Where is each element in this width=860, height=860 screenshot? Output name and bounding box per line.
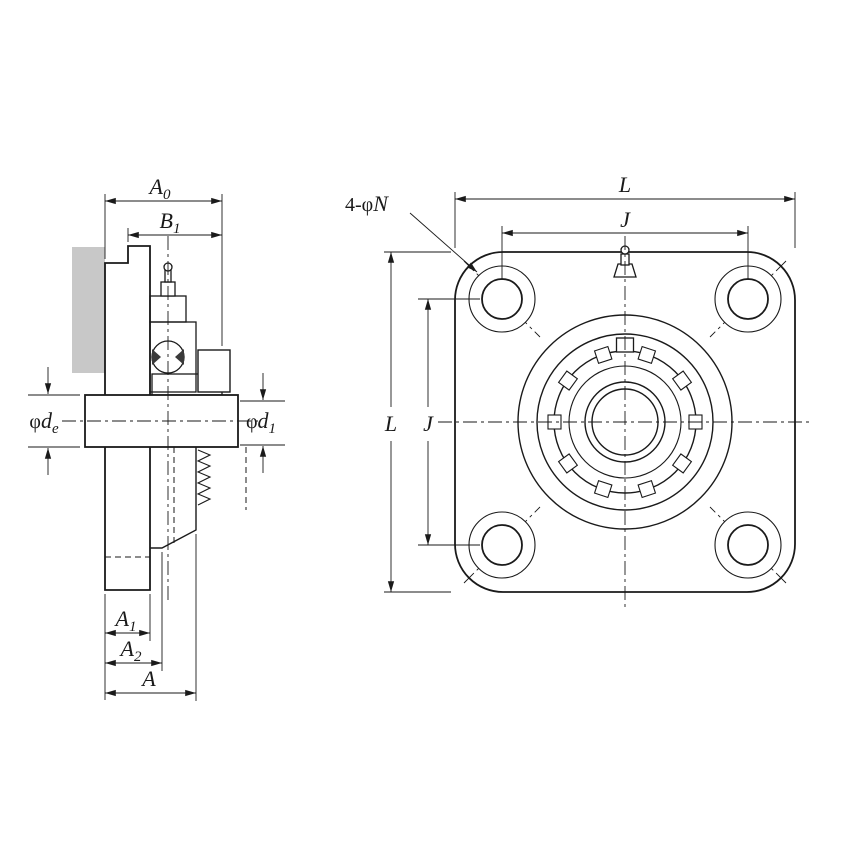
dim-a1: A1 (104, 594, 151, 700)
dim-j-top: J (501, 207, 749, 280)
seal-left (152, 349, 161, 365)
collar-bg (198, 350, 230, 392)
callout-bolt-holes-label: 4-φN (345, 191, 389, 216)
dim-j-top-label: J (620, 207, 631, 232)
dim-a2: A2 (105, 552, 163, 671)
setscrew-collar-section (197, 349, 231, 393)
back-shadow (72, 247, 105, 373)
dim-l-left-label: L (384, 411, 397, 436)
dim-de: φde (28, 367, 80, 475)
bolt-hole-top-left (463, 260, 541, 338)
dim-a1-label: A1 (114, 606, 137, 635)
dim-a0-label: A0 (148, 174, 171, 203)
front-view: L J 4-φN L J (345, 172, 812, 608)
bolt-hole-bottom-left (463, 506, 541, 584)
housing-section (149, 321, 197, 393)
dim-l-top: L (454, 172, 796, 248)
dim-d1: φd1 (240, 373, 285, 473)
seal-right (175, 349, 184, 365)
dim-b1: B1 (127, 208, 222, 242)
dim-de-label: φde (29, 408, 59, 437)
dim-j-left: J (418, 298, 480, 546)
dim-a-label: A (140, 666, 156, 691)
side-section-view: A0 B1 φde φd1 A1 (28, 174, 285, 701)
housing-lower-outline (150, 447, 197, 549)
dim-l-top-label: L (618, 172, 631, 197)
dim-j-left-label: J (423, 411, 434, 436)
dim-b1-label: B1 (160, 208, 181, 237)
dim-a: A (105, 534, 197, 701)
locknut-teeth (547, 345, 703, 499)
dim-l-left: L (384, 251, 451, 593)
locknut-serration (196, 449, 212, 506)
dim-d1-label: φd1 (246, 408, 276, 437)
dim-a2-label: A2 (119, 636, 142, 665)
bolt-hole-top-right (709, 260, 787, 338)
callout-bolt-holes: 4-φN (345, 191, 478, 273)
dim-a0: A0 (104, 174, 223, 346)
bolt-hole-bottom-right (709, 506, 787, 584)
